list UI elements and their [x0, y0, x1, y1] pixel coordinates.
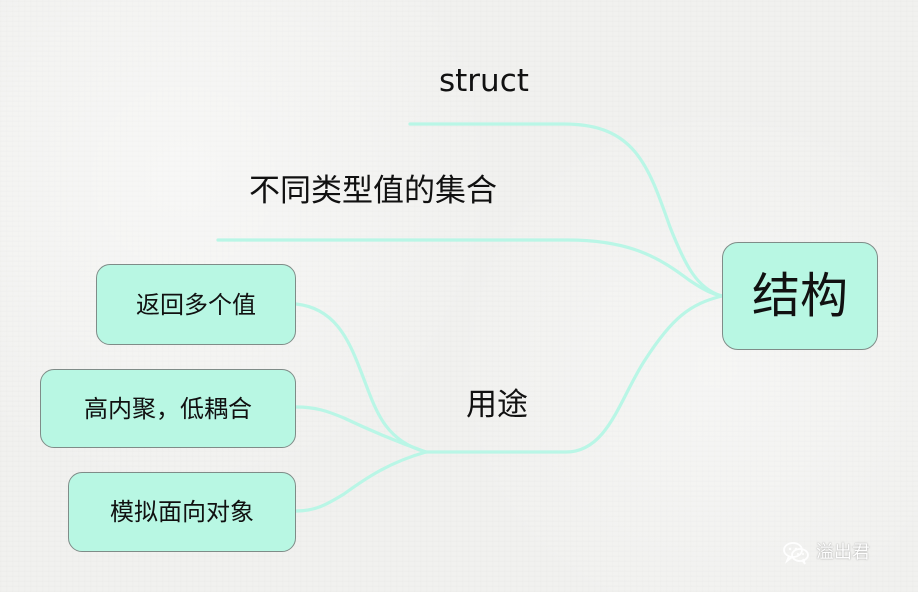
node-simulate-object-oriented: 模拟面向对象 [68, 472, 296, 552]
connector-return-values [294, 302, 428, 454]
watermark-label: 溢出君 [816, 542, 870, 563]
connector-set-branch [216, 238, 724, 298]
root-node-structure: 结构 [722, 242, 878, 350]
connector-use-branch [424, 294, 724, 454]
node-return-multiple-values: 返回多个值 [96, 264, 296, 345]
usage-label: 用途 [466, 387, 528, 423]
watermark: 溢出君 [781, 540, 870, 566]
node-high-cohesion-low-coupling: 高内聚，低耦合 [40, 369, 296, 448]
connector-object-oriented [294, 450, 428, 513]
wechat-icon [781, 540, 811, 566]
connector-cohesion [294, 405, 428, 454]
collection-label: 不同类型值的集合 [249, 173, 497, 209]
struct-label: struct [439, 63, 529, 99]
connector-struct-branch [408, 122, 724, 298]
